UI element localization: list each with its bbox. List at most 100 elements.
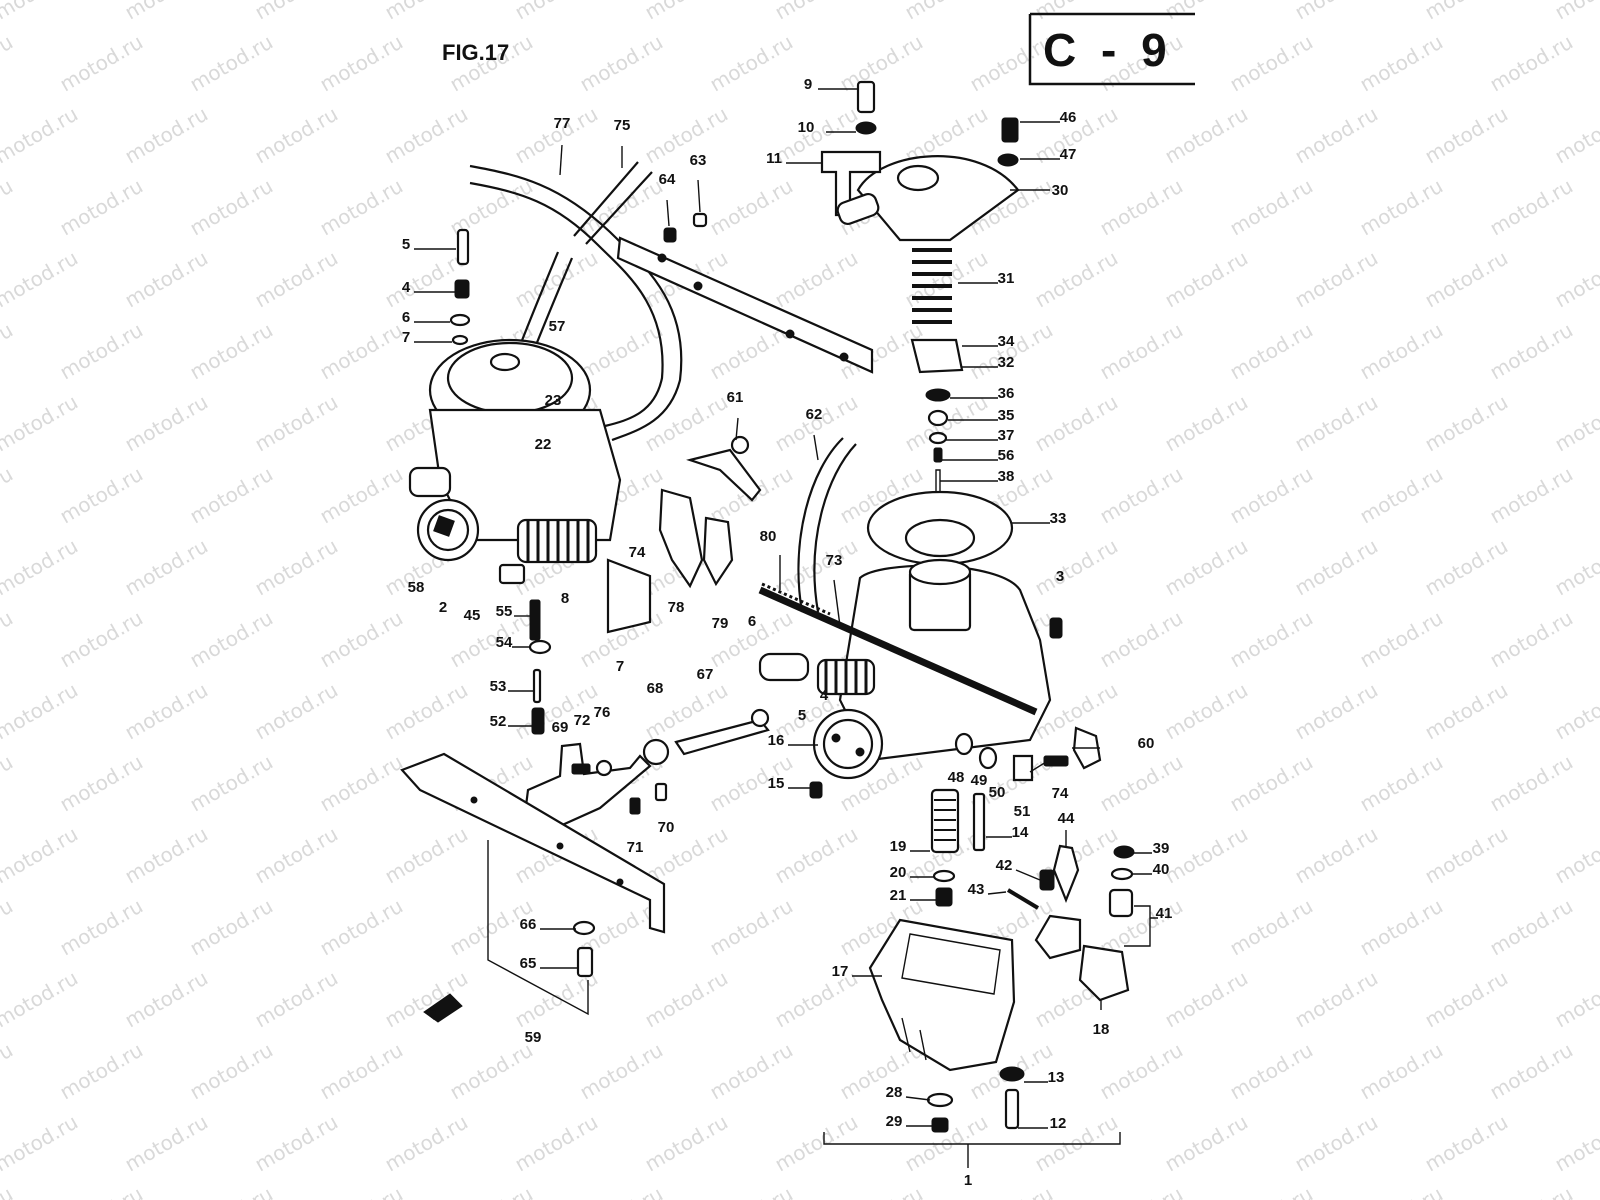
- watermark-text: motod.ru: [1421, 1110, 1512, 1177]
- watermark-text: motod.ru: [1096, 750, 1187, 817]
- watermark-text: motod.ru: [0, 390, 82, 457]
- callout-c54: 54: [496, 634, 513, 651]
- callout-c59: 59: [525, 1029, 542, 1046]
- right-diaphragm: [866, 490, 1014, 566]
- watermark-text: motod.ru: [0, 1110, 82, 1177]
- watermark-text: motod.ru: [1161, 246, 1252, 313]
- callout-c29: 29: [886, 1113, 903, 1130]
- right-spring: [816, 658, 876, 696]
- watermark-text: motod.ru: [706, 894, 797, 961]
- watermark-text: motod.ru: [1031, 246, 1122, 313]
- callout-c5a: 5: [402, 236, 410, 253]
- watermark-text: motod.ru: [0, 750, 17, 817]
- watermark-text: motod.ru: [381, 966, 472, 1033]
- watermark-text: motod.ru: [251, 246, 342, 313]
- watermark-text: motod.ru: [316, 318, 407, 385]
- right-side-parts: [809, 617, 1135, 1002]
- callout-c42: 42: [996, 857, 1013, 874]
- watermark-text: motod.ru: [121, 966, 212, 1033]
- watermark-text: motod.ru: [706, 174, 797, 241]
- callout-c65: 65: [520, 955, 537, 972]
- callout-c47: 47: [1060, 146, 1077, 163]
- watermark-text: motod.ru: [1551, 102, 1600, 169]
- callout-c44: 44: [1058, 810, 1075, 827]
- watermark-text: motod.ru: [576, 30, 667, 97]
- watermark-text: motod.ru: [1031, 1110, 1122, 1177]
- watermark-text: motod.ru: [1486, 174, 1577, 241]
- float-bowl-parts: [926, 788, 1025, 1133]
- watermark-text: motod.ru: [381, 102, 472, 169]
- watermark-text: motod.ru: [1421, 534, 1512, 601]
- watermark-text: motod.ru: [1291, 678, 1382, 745]
- callout-c68: 68: [647, 680, 664, 697]
- watermark-text: motod.ru: [1226, 318, 1317, 385]
- right-top-cover: [820, 80, 1020, 242]
- watermark-text: motod.ru: [186, 30, 277, 97]
- watermark-text: motod.ru: [1226, 1038, 1317, 1105]
- callout-c66: 66: [520, 916, 537, 933]
- watermark-text: motod.ru: [511, 102, 602, 169]
- watermark-text: motod.ru: [1031, 534, 1122, 601]
- callout-c49: 49: [971, 772, 988, 789]
- watermark-text: motod.ru: [0, 678, 82, 745]
- watermark-text: motod.ru: [186, 174, 277, 241]
- watermark-text: motod.ru: [316, 750, 407, 817]
- watermark-text: motod.ru: [1291, 534, 1382, 601]
- watermark-text: motod.ru: [771, 246, 862, 313]
- callout-c46: 46: [1060, 109, 1077, 126]
- watermark-text: motod.ru: [1421, 390, 1512, 457]
- callout-c17: 17: [832, 963, 849, 980]
- watermark-text: motod.ru: [1421, 246, 1512, 313]
- watermark-text: motod.ru: [251, 678, 342, 745]
- watermark-text: motod.ru: [251, 534, 342, 601]
- watermark-text: motod.ru: [121, 678, 212, 745]
- watermark-text: motod.ru: [901, 246, 992, 313]
- direction-arrow: [423, 993, 463, 1023]
- callout-c55: 55: [496, 603, 513, 620]
- watermark-text: motod.ru: [446, 1182, 537, 1200]
- callout-c58: 58: [408, 579, 425, 596]
- watermark-text: motod.ru: [1356, 30, 1447, 97]
- watermark-text: motod.ru: [1096, 318, 1187, 385]
- watermark-text: motod.ru: [251, 0, 342, 24]
- watermark-text: motod.ru: [641, 102, 732, 169]
- watermark-text: motod.ru: [0, 462, 17, 529]
- upper-bracket: [616, 236, 874, 374]
- watermark-text: motod.ru: [706, 1038, 797, 1105]
- watermark-text: motod.ru: [1356, 462, 1447, 529]
- watermark-text: motod.ru: [0, 318, 17, 385]
- watermark-text: motod.ru: [1421, 678, 1512, 745]
- watermark-text: motod.ru: [1226, 462, 1317, 529]
- left-small-parts: [449, 228, 552, 735]
- watermark-text: motod.ru: [56, 30, 147, 97]
- watermark-text: motod.ru: [381, 822, 472, 889]
- watermark-text: motod.ru: [56, 606, 147, 673]
- watermark-text: motod.ru: [1161, 534, 1252, 601]
- watermark-text: motod.ru: [56, 1038, 147, 1105]
- watermark-text: motod.ru: [0, 102, 82, 169]
- watermark-text: motod.ru: [1161, 966, 1252, 1033]
- section-code: C - 9: [1043, 24, 1173, 76]
- watermark-text: motod.ru: [0, 966, 82, 1033]
- callout-c73: 73: [826, 552, 843, 569]
- callout-c60: 60: [1138, 735, 1155, 752]
- callout-c7b: 7: [616, 658, 624, 675]
- right-carburetor: [758, 558, 1052, 780]
- watermark-text: motod.ru: [1291, 822, 1382, 889]
- watermark-text: motod.ru: [771, 0, 862, 24]
- callout-c40: 40: [1153, 861, 1170, 878]
- watermark-text: motod.ru: [0, 174, 17, 241]
- callout-c20: 20: [890, 864, 907, 881]
- watermark-text: motod.ru: [1421, 822, 1512, 889]
- callout-c37: 37: [998, 427, 1015, 444]
- watermark-text: motod.ru: [1551, 0, 1600, 24]
- watermark-text: motod.ru: [1356, 606, 1447, 673]
- callout-c8: 8: [561, 590, 569, 607]
- watermark-text: motod.ru: [0, 894, 17, 961]
- watermark-text: motod.ru: [0, 606, 17, 673]
- watermark-text: motod.ru: [1551, 1110, 1600, 1177]
- watermark-text: motod.ru: [0, 1182, 17, 1200]
- watermark-text: motod.ru: [316, 174, 407, 241]
- callout-c77: 77: [554, 115, 571, 132]
